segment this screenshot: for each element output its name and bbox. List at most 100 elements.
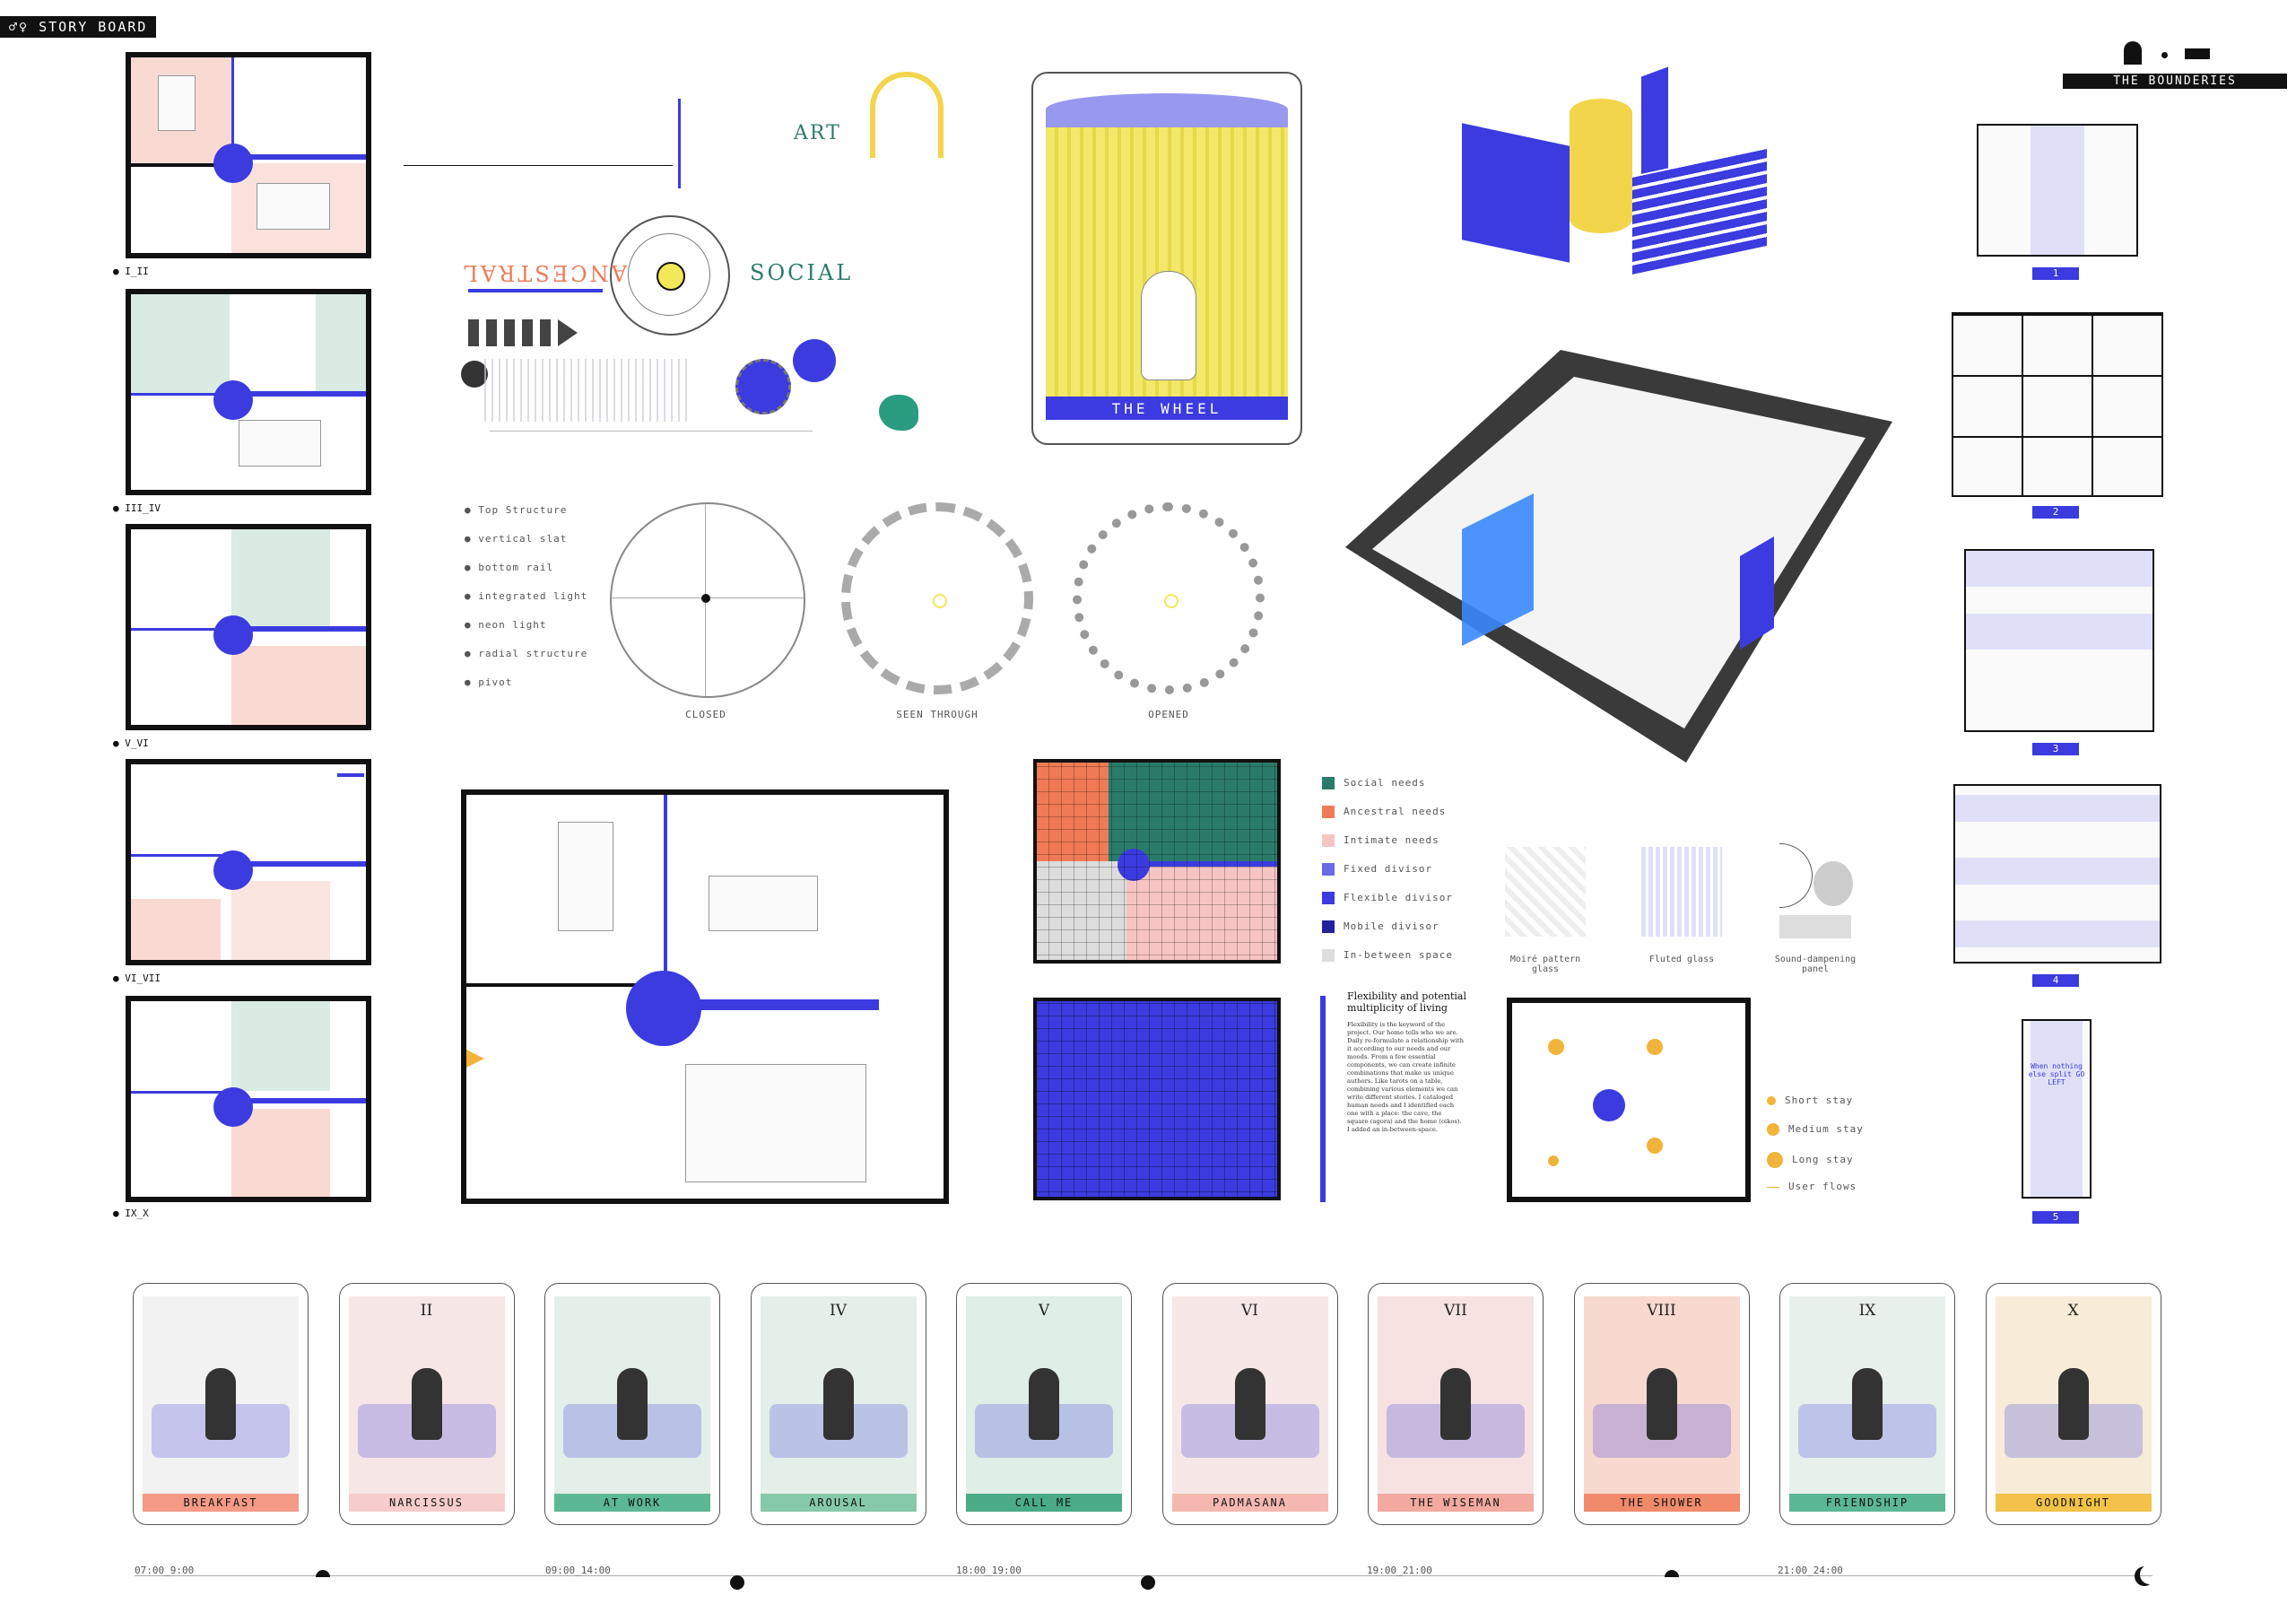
card-title: NARCISSUS — [388, 1496, 465, 1509]
boundary-panel-5: When nothing else split GO LEFT — [2022, 1019, 2092, 1199]
boundary-label-4: 4 — [2032, 974, 2079, 987]
bar-icon — [2185, 48, 2210, 59]
stay-floor-plan — [1507, 998, 1751, 1202]
tarot-card: X GOODNIGHT — [1985, 1283, 2161, 1525]
text-block-body: Flexibility is the keyword of the projec… — [1347, 1021, 1464, 1133]
plan-label-5: ● IX_X — [113, 1208, 149, 1219]
wheel-closed — [610, 502, 805, 698]
card-number: VIII — [1647, 1302, 1676, 1320]
time-slot-3: 18:00_19:00 — [956, 1565, 1022, 1576]
ring-diagram — [610, 215, 730, 336]
card-number: VI — [1241, 1302, 1258, 1320]
time-slot-1: 07:00_9:00 — [135, 1565, 195, 1576]
tarot-card: V CALL ME — [956, 1283, 1132, 1525]
wheel-card: THE WHEEL — [1031, 72, 1302, 445]
exploded-components — [1462, 66, 1794, 287]
tarot-card: VIII THE SHOWER — [1573, 1283, 1750, 1525]
ancestral-label: ANCESTRAL — [461, 260, 628, 285]
tarot-card: VI PADMASANA — [1161, 1283, 1338, 1525]
time-slot-2: 09:00_14:00 — [545, 1565, 611, 1576]
fluted-glass-label: Fluted glass — [1648, 955, 1715, 964]
time-slot-4: 19:00_21:00 — [1367, 1565, 1432, 1576]
sound-panel-swatch — [1779, 843, 1853, 942]
sound-panel-label: Sound-dampening panel — [1774, 955, 1857, 974]
card-number: V — [1038, 1302, 1050, 1320]
boundary-panel-4 — [1953, 784, 2161, 964]
boundary-panel-3 — [1964, 549, 2154, 732]
needs-map — [1033, 759, 1281, 964]
plan-label-3: ● V_VI — [113, 737, 149, 749]
card-title: THE WISEMAN — [1410, 1496, 1501, 1509]
arch-icon — [2124, 41, 2142, 65]
card-number: II — [420, 1302, 433, 1320]
moire-glass-swatch — [1505, 847, 1586, 937]
tarot-card: II NARCISSUS — [338, 1283, 515, 1525]
social-label: SOCIAL — [750, 260, 854, 285]
divisor-map — [1033, 998, 1281, 1200]
card-number: X — [2067, 1302, 2079, 1320]
wheel-card-title: THE WHEEL — [1111, 400, 1222, 417]
tarot-card: IX FRIENDSHIP — [1779, 1283, 1955, 1525]
plan-label-1: ● I_II — [113, 266, 149, 277]
boundary-panel-1 — [1977, 124, 2138, 257]
card-title: THE SHOWER — [1620, 1496, 1703, 1509]
wheel-seen-through — [841, 502, 1033, 694]
card-title: CALL ME — [1014, 1496, 1074, 1509]
time-slot-5: 21:00_24:00 — [1778, 1565, 1843, 1576]
text-block-heading: Flexibility and potential multiplicity o… — [1347, 990, 1466, 1014]
wheel-opened-label: OPENED — [1148, 709, 1189, 720]
moire-glass-label: Moiré pattern glass — [1509, 955, 1581, 974]
fluted-glass-swatch — [1641, 847, 1722, 937]
card-title: AT WORK — [603, 1496, 662, 1509]
floor-plan-2 — [126, 289, 371, 495]
sun-icon-2 — [1141, 1575, 1155, 1590]
person-figure — [1141, 271, 1196, 380]
entrance-arrow-icon — [466, 1050, 502, 1068]
card-title: AROUSAL — [809, 1496, 867, 1509]
card-title: FRIENDSHIP — [1825, 1496, 1909, 1509]
floor-plan-4 — [126, 759, 371, 965]
boundary-label-1: 1 — [2032, 267, 2079, 280]
card-number: VII — [1444, 1302, 1467, 1320]
main-floor-plan — [461, 789, 949, 1204]
floor-plan-5 — [126, 996, 371, 1202]
needs-legend: Social needs Ancestral needs Intimate ne… — [1322, 777, 1510, 983]
boundary-label-5: 5 — [2032, 1211, 2079, 1224]
tarot-card: VII THE WISEMAN — [1368, 1283, 1544, 1525]
floor-plan-3 — [126, 524, 371, 730]
boundary-label-3: 3 — [2032, 743, 2079, 755]
barcode-arrow — [468, 319, 578, 350]
sun-icon — [657, 262, 685, 291]
isometric-room — [1345, 341, 1901, 763]
concept-collage: ART ANCESTRAL SOCIAL — [404, 54, 978, 449]
card-number: IV — [830, 1302, 847, 1320]
tarot-card: IV AROUSAL — [750, 1283, 926, 1525]
moon-icon — [2140, 1565, 2160, 1584]
boundaries-title: THE BOUNDERIES — [2063, 74, 2287, 89]
wheel-opened — [1073, 502, 1265, 694]
plan-label-4: ● VI_VII — [113, 972, 161, 984]
tarot-card: BREAKFAST — [133, 1283, 309, 1525]
arch-shape — [870, 72, 944, 158]
boundary-label-2: 2 — [2032, 506, 2079, 519]
wheel-closed-label: CLOSED — [685, 709, 726, 720]
dot-icon — [2161, 52, 2168, 58]
card-title: BREAKFAST — [183, 1496, 258, 1509]
sunset-icon — [1665, 1570, 1679, 1577]
floor-plan-1 — [126, 52, 371, 258]
meditation-circle — [735, 359, 791, 414]
art-label: ART — [794, 122, 841, 144]
sun-icon-1 — [730, 1575, 744, 1590]
boundary-note: When nothing else split GO LEFT — [2028, 1062, 2085, 1086]
tarot-card: AT WORK — [544, 1283, 720, 1525]
wheel-seen-through-label: SEEN THROUGH — [896, 709, 978, 720]
storyboard-header: ♂♀ STORY BOARD — [0, 16, 157, 38]
globe-icon — [461, 361, 488, 388]
card-title: GOODNIGHT — [2035, 1496, 2111, 1509]
boundary-panel-2 — [1952, 312, 2163, 497]
plan-label-2: ● III_IV — [113, 502, 161, 514]
monstera-leaf-icon — [879, 395, 918, 431]
sunrise-icon — [316, 1570, 330, 1577]
card-title: PADMASANA — [1212, 1496, 1288, 1509]
card-number: IX — [1858, 1302, 1876, 1320]
